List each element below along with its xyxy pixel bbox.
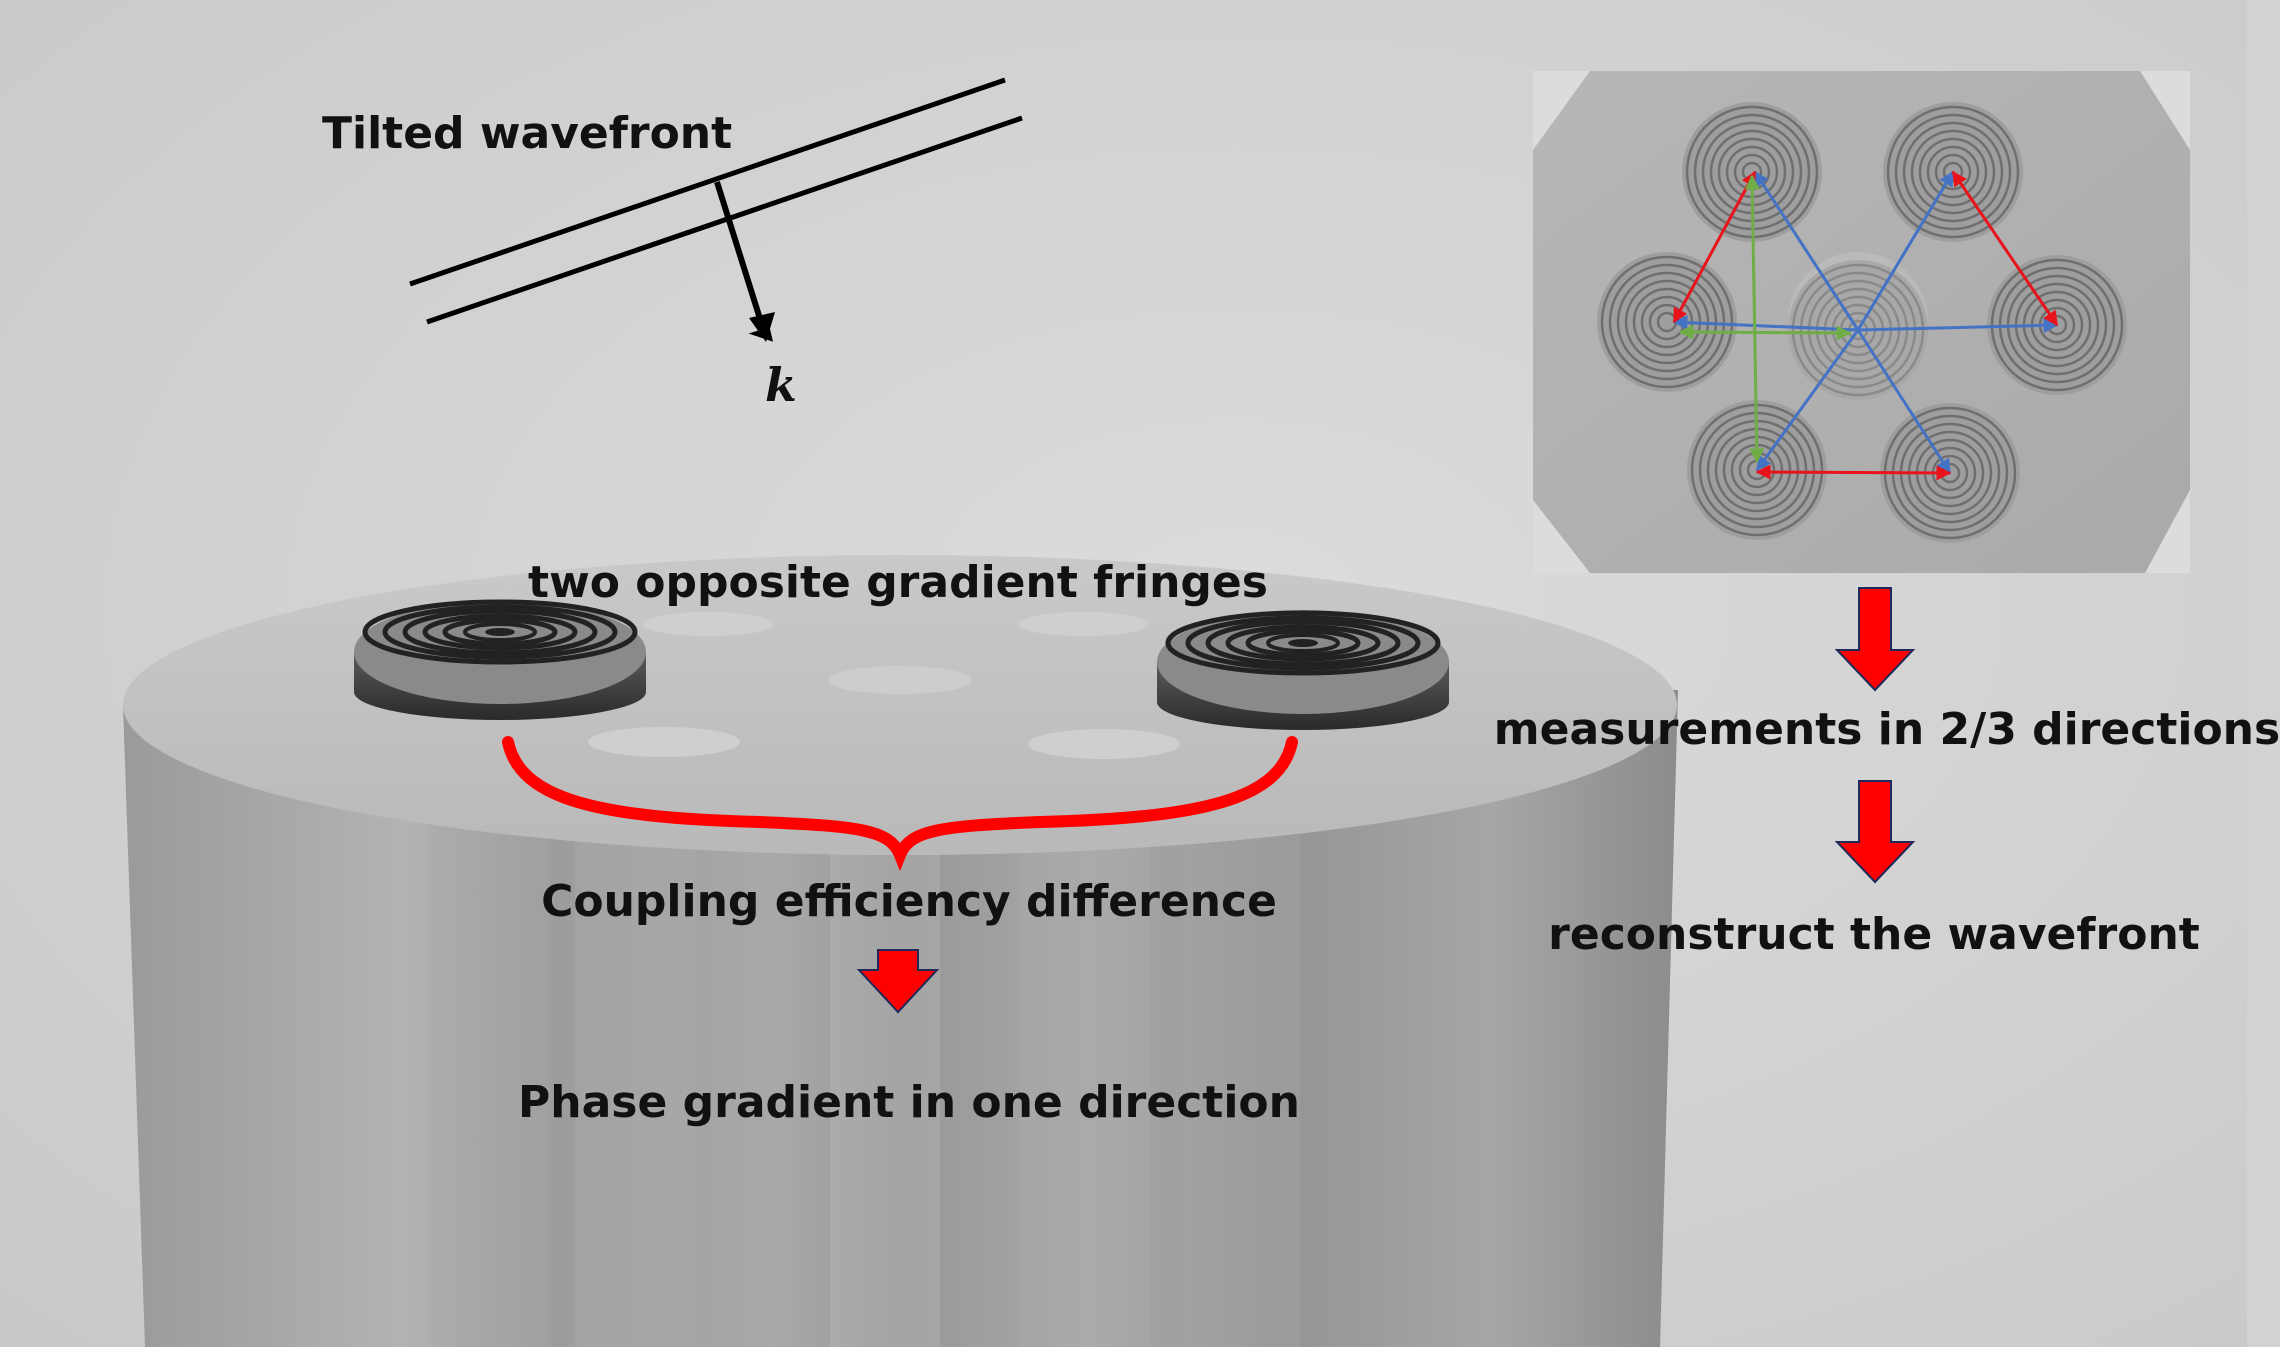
curly-brace — [502, 736, 1298, 872]
core — [1028, 729, 1180, 759]
tilted-wavefront — [409, 77, 1023, 342]
label-reconstruct: reconstruct the wavefront — [1548, 909, 2200, 960]
label-fringes: two opposite gradient fringes — [528, 557, 1268, 608]
core — [588, 727, 740, 757]
k-arrow-shaft — [714, 181, 764, 323]
label-measurements: measurements in 2/3 directions — [1493, 704, 2280, 755]
fiber-cylinder — [123, 555, 1678, 1347]
inset-core — [1597, 252, 1737, 392]
fringe-disc-left — [354, 599, 646, 720]
label-phase-gradient: Phase gradient in one direction — [518, 1077, 1300, 1128]
down-arrow-reconstruct — [1834, 780, 1916, 884]
label-coupling-efficiency: Coupling efficiency difference — [541, 876, 1277, 927]
core — [643, 612, 773, 636]
core-center — [828, 666, 972, 694]
down-arrow-phase — [856, 949, 940, 1014]
down-arrow-measure — [1834, 587, 1916, 692]
label-tilted-wavefront: Tilted wavefront — [322, 108, 733, 159]
core — [1018, 612, 1148, 636]
inset-core-layout — [1533, 71, 2190, 573]
label-wave-vector-k: k — [765, 358, 797, 412]
fringe-disc-right — [1157, 610, 1449, 730]
